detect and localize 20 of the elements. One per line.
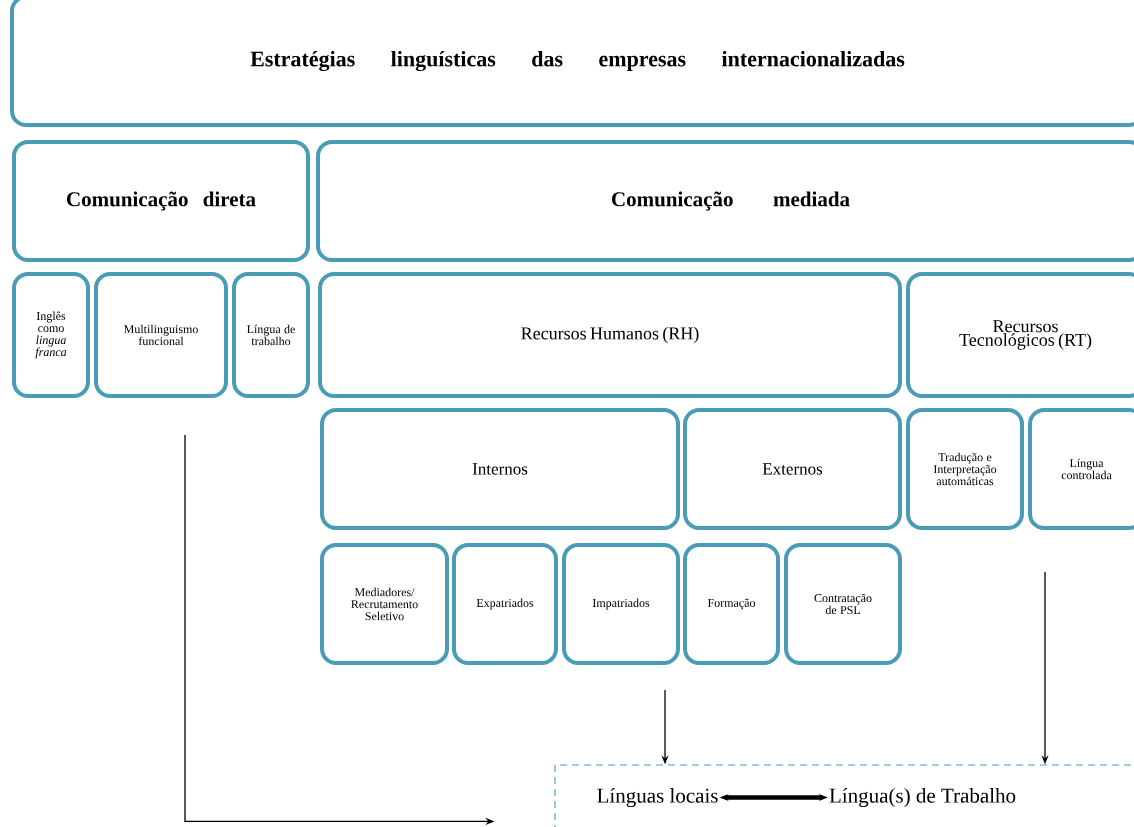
category-box: Comunicação direta: [12, 140, 310, 262]
category-box: Multilinguismo funcional: [94, 272, 228, 398]
category-box: Recursos Humanos (RH): [318, 272, 902, 398]
category-box: Língua de trabalho: [232, 272, 310, 398]
language-label: Língua(s) de Trabalho: [829, 787, 1016, 808]
title-box: Estratégias linguísticas das empresas internacionalizadas: [10, 0, 1134, 127]
category-box: Externos: [683, 408, 902, 530]
category-box: Impatriados: [562, 543, 680, 665]
category-box: Recursos Tecnológicos (RT): [906, 272, 1134, 398]
category-box: Comunicação mediada: [316, 140, 1134, 262]
dashed-box: [554, 764, 1134, 827]
category-box: Expatriados: [452, 543, 558, 665]
category-box: Internos: [320, 408, 680, 530]
category-box: Mediadores/ Recrutamento Seletivo: [320, 543, 449, 665]
category-box: Inglês como lingua franca: [12, 272, 90, 398]
category-box: Formação: [683, 543, 780, 665]
category-box: Tradução e Interpretação automáticas: [906, 408, 1024, 530]
language-label: Línguas locais: [597, 787, 718, 808]
category-box: Língua controlada: [1028, 408, 1134, 530]
category-box: Contratação de PSL: [784, 543, 902, 665]
